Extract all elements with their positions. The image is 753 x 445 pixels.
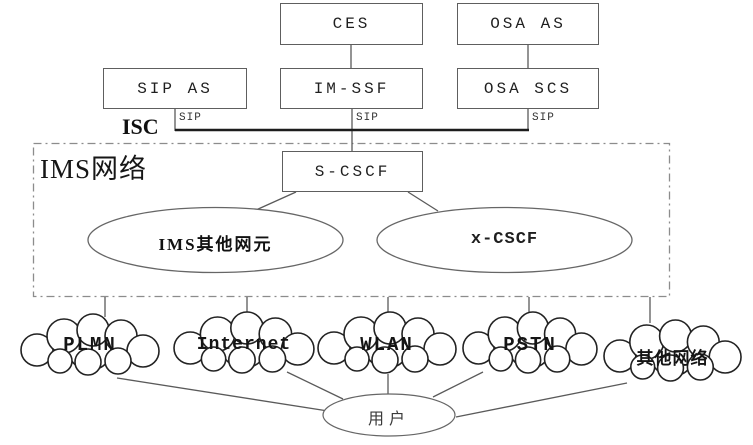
ims-other-ellipse bbox=[87, 206, 344, 274]
link-plmn-user bbox=[116, 377, 329, 412]
sip-interface-label-middle: SIP bbox=[356, 112, 379, 124]
link-othernet-user bbox=[455, 382, 628, 418]
ces-box: CES bbox=[280, 3, 423, 45]
link-scscf-xcscf bbox=[407, 191, 439, 212]
x-cscf-ellipse bbox=[376, 206, 633, 274]
other-network-label: 其他网络 bbox=[636, 349, 709, 368]
ims-other-label: IMS其他网元 bbox=[158, 235, 273, 254]
pstn-label: PSTN bbox=[503, 334, 557, 356]
internet-label: Internet bbox=[196, 335, 292, 355]
sip-interface-label-left: SIP bbox=[179, 112, 202, 124]
ims-zone-title: IMS网络 bbox=[40, 154, 148, 184]
user-ellipse bbox=[322, 393, 456, 437]
link-scscf-imsother bbox=[255, 191, 297, 211]
sip-interface-label-right: SIP bbox=[532, 112, 555, 124]
wlan-label: WLAN bbox=[360, 334, 414, 356]
connector-lines bbox=[104, 45, 651, 418]
isc-interface-label: ISC bbox=[122, 114, 159, 139]
link-pstn-user bbox=[432, 371, 484, 398]
sip-as-box: SIP AS bbox=[103, 68, 247, 109]
x-cscf-label: x-CSCF bbox=[470, 230, 539, 249]
plmn-label: PLMN bbox=[63, 334, 117, 356]
im-ssf-box: IM-SSF bbox=[280, 68, 423, 109]
osa-as-box: OSA AS bbox=[457, 3, 599, 45]
link-internet-user bbox=[286, 371, 344, 400]
user-label: 用户 bbox=[367, 411, 410, 428]
osa-scs-box: OSA SCS bbox=[457, 68, 599, 109]
s-cscf-box: S-CSCF bbox=[282, 151, 423, 192]
